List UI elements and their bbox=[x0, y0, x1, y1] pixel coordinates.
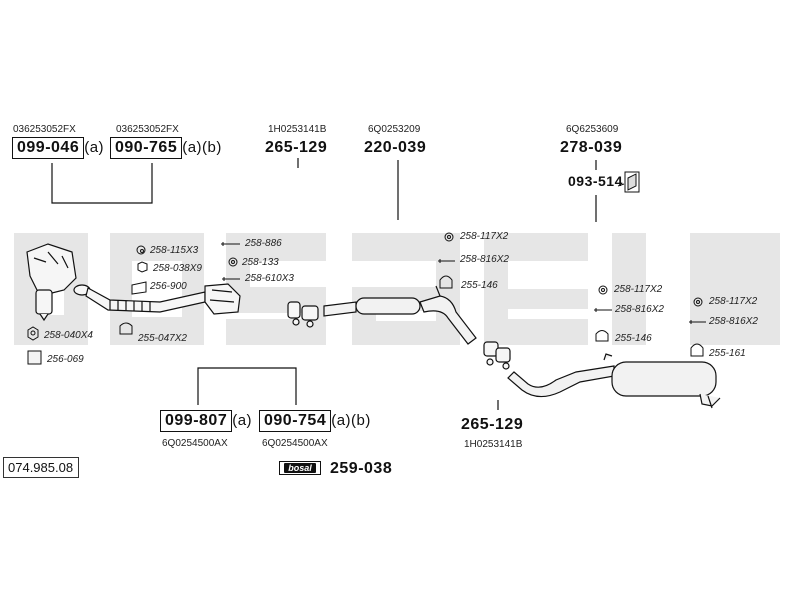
brand-badge-text: bosal bbox=[284, 463, 316, 473]
diagram-id: 074.985.08 bbox=[3, 457, 80, 478]
clamp-icon bbox=[119, 322, 133, 335]
oem-front-pipe: 1H0253141B bbox=[268, 124, 327, 135]
ring-icon bbox=[444, 232, 454, 242]
part-cat-right[interactable]: 090-754(a)(b) bbox=[259, 410, 371, 432]
ring-icon bbox=[228, 257, 238, 267]
bracket-icon bbox=[617, 171, 640, 193]
part-front-pipe[interactable]: 265-129 bbox=[265, 139, 328, 156]
gasket-icon bbox=[131, 281, 147, 295]
front-pipe-assembly bbox=[73, 283, 241, 315]
bolt-icon bbox=[438, 259, 455, 263]
oem-rear-silencer: 6Q6253609 bbox=[566, 124, 619, 135]
part-bracket[interactable]: 093-514 bbox=[568, 173, 623, 189]
hw-label[interactable]: 258-816X2 bbox=[709, 316, 758, 327]
hw-label[interactable]: 258-816X2 bbox=[615, 304, 664, 315]
hw-label[interactable]: 256-069 bbox=[47, 354, 84, 365]
ring-icon bbox=[598, 285, 608, 295]
part-tail-pipe[interactable]: 265-129 bbox=[461, 416, 524, 433]
bolt-icon bbox=[689, 320, 706, 324]
hw-label[interactable]: 255-146 bbox=[461, 280, 498, 291]
nut-icon bbox=[27, 326, 39, 341]
oem-middle-silencer: 6Q0253209 bbox=[368, 124, 421, 135]
clamp-icon bbox=[439, 275, 453, 289]
oem-tail-pipe: 1H0253141B bbox=[464, 439, 523, 450]
hw-label[interactable]: 255-047X2 bbox=[138, 333, 187, 344]
bracket-top-left bbox=[51, 163, 153, 204]
hw-label[interactable]: 258-115X3 bbox=[150, 245, 199, 256]
bolt-icon bbox=[221, 242, 240, 246]
hw-label[interactable]: 255-146 bbox=[615, 333, 652, 344]
brand-badge: bosal bbox=[279, 461, 321, 475]
rear-silencer bbox=[507, 353, 721, 409]
bolt-icon bbox=[594, 308, 612, 312]
part-rear-silencer[interactable]: 278-039 bbox=[560, 139, 623, 156]
hw-label[interactable]: 258-117X2 bbox=[614, 284, 663, 295]
oem-cat-left: 6Q0254500AX bbox=[162, 438, 228, 449]
bolt-icon bbox=[222, 277, 240, 281]
hw-label[interactable]: 258-133 bbox=[242, 257, 279, 268]
oem-cat-right: 6Q0254500AX bbox=[262, 438, 328, 449]
hw-label[interactable]: 256-900 bbox=[150, 281, 187, 292]
square-icon bbox=[27, 350, 42, 365]
nut-icon bbox=[137, 261, 148, 273]
bracket-bottom-left bbox=[197, 367, 297, 405]
hw-label[interactable]: 258-117X2 bbox=[709, 296, 758, 307]
part-manifold-left[interactable]: 099-046(a) bbox=[12, 137, 104, 159]
hw-label[interactable]: 258-816X2 bbox=[460, 254, 509, 265]
ring-icon bbox=[136, 245, 146, 255]
part-middle-silencer[interactable]: 220-039 bbox=[364, 139, 427, 156]
ring-icon bbox=[693, 297, 703, 307]
oem-manifold-right: 036253052FX bbox=[116, 124, 179, 135]
part-mounting-kit[interactable]: 259-038 bbox=[330, 460, 393, 477]
exhaust-manifold bbox=[26, 243, 77, 322]
hw-label[interactable]: 255-161 bbox=[709, 348, 746, 359]
hw-label[interactable]: 258-038X9 bbox=[153, 263, 202, 274]
hw-label[interactable]: 258-117X2 bbox=[460, 231, 509, 242]
middle-silencer bbox=[323, 285, 477, 345]
rear-flange-joint bbox=[483, 341, 511, 370]
hw-label[interactable]: 258-886 bbox=[245, 238, 282, 249]
part-manifold-right[interactable]: 090-765(a)(b) bbox=[110, 137, 222, 159]
flange-joint bbox=[287, 301, 319, 328]
oem-manifold-left: 036253052FX bbox=[13, 124, 76, 135]
clamp-icon bbox=[690, 343, 704, 357]
hw-label[interactable]: 258-040X4 bbox=[44, 330, 93, 341]
hw-label[interactable]: 258-610X3 bbox=[245, 273, 294, 284]
part-cat-left[interactable]: 099-807(a) bbox=[160, 410, 252, 432]
clamp-icon bbox=[595, 330, 609, 342]
